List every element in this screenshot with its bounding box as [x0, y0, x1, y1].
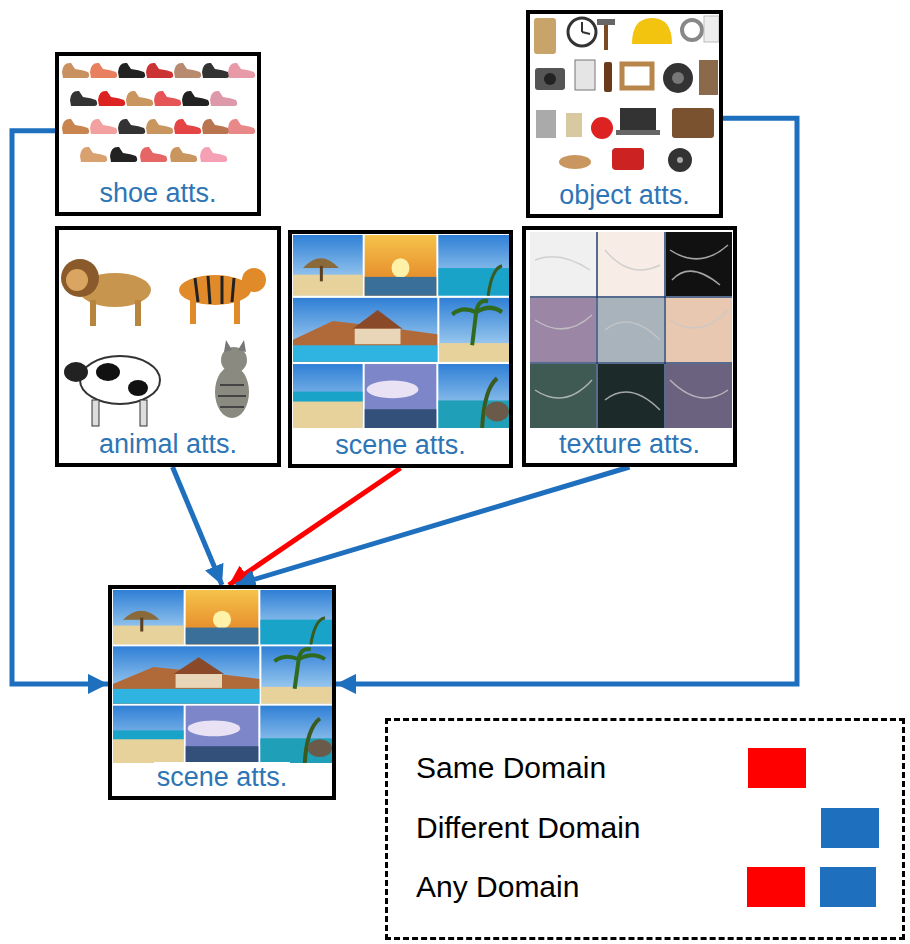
legend-sample-red [747, 867, 805, 907]
shoe-illustration [62, 63, 255, 162]
legend-label: Same Domain [416, 750, 606, 786]
arrow-connector [336, 118, 797, 684]
arrow-connector [173, 467, 222, 585]
legend-label: Any Domain [416, 869, 579, 905]
panel-caption: scene atts. [332, 430, 469, 461]
animal-panel: animal atts. [55, 226, 281, 467]
legend-label: Different Domain [416, 810, 641, 846]
texture-illustration [530, 232, 732, 428]
shoe-panel: shoe atts. [55, 52, 261, 216]
arrow-connector [236, 467, 630, 585]
panel-caption: texture atts. [556, 429, 703, 460]
arrow-connector [229, 468, 401, 585]
object-illustration [534, 16, 719, 172]
panel-caption: scene atts. [154, 762, 291, 793]
panel-caption: shoe atts. [96, 178, 219, 209]
scene-illustration [113, 590, 332, 763]
object-panel: object atts. [526, 10, 723, 218]
scene-illustration [293, 235, 509, 428]
animal-illustration [61, 259, 266, 426]
legend-box: Same DomainDifferent DomainAny Domain [385, 718, 905, 940]
scene-panel: scene atts. [288, 230, 513, 468]
panel-caption: animal atts. [96, 429, 240, 460]
panel-caption: object atts. [556, 180, 693, 211]
legend-sample-blue [820, 867, 876, 907]
legend-swatch [821, 808, 879, 848]
target-scene-panel: scene atts. [108, 585, 336, 800]
legend-swatch [748, 748, 806, 788]
texture-panel: texture atts. [522, 226, 737, 467]
